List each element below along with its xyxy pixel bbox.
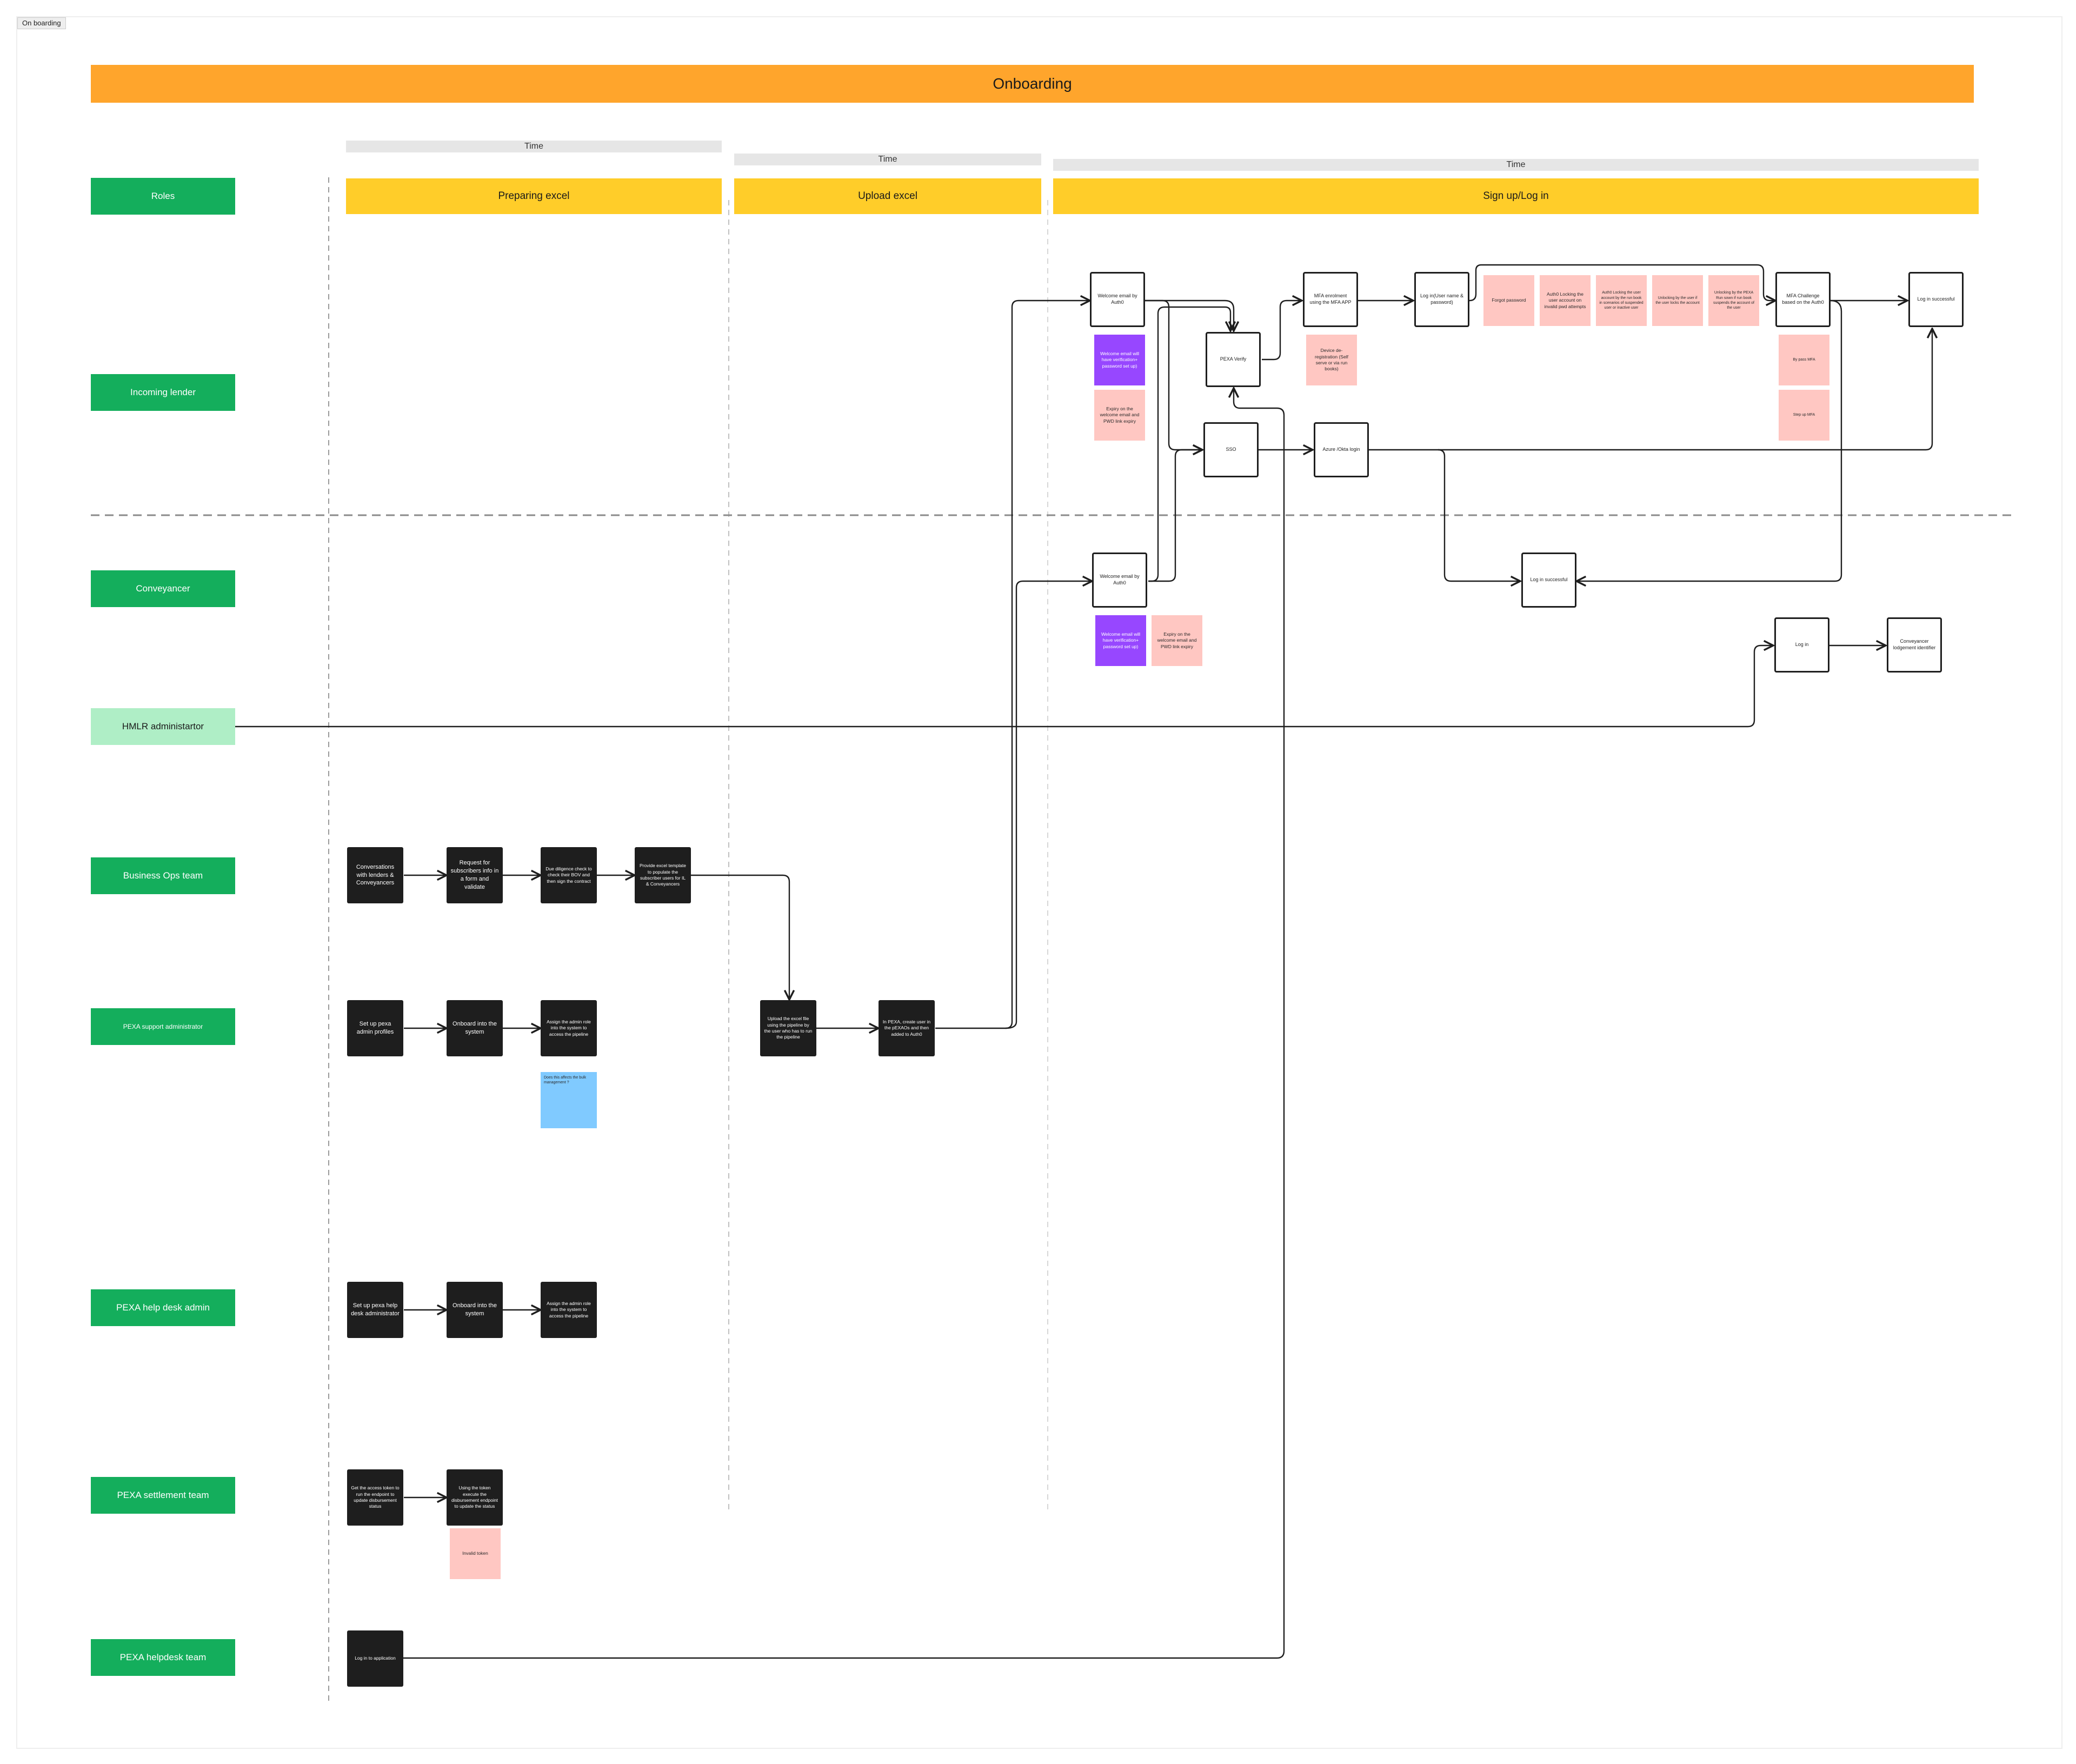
step-setup-help-desk-admin[interactable]: Set up pexa help desk administrator bbox=[347, 1282, 403, 1338]
node-lender-welcome-email[interactable]: Welcome email by Auth0 bbox=[1090, 272, 1145, 327]
arrow-upload-to-lender bbox=[935, 301, 1090, 1029]
step-upload-excel-pipeline[interactable]: Upload the excel file using the pipeline… bbox=[760, 1000, 816, 1056]
step-create-user-pexaos[interactable]: In PEXA, create user in the pEXAOs and t… bbox=[879, 1000, 935, 1056]
role-pexa-help-desk-admin[interactable]: PEXA help desk admin bbox=[91, 1289, 235, 1326]
arrow-login-to-challenge bbox=[1469, 264, 1775, 301]
role-hmlr-administrator[interactable]: HMLR administartor bbox=[91, 708, 235, 745]
note-conveyancer-welcome-expiry[interactable]: Expiry on the welcome email and PWD link… bbox=[1152, 615, 1202, 666]
role-pexa-settlement-team[interactable]: PEXA settlement team bbox=[91, 1477, 235, 1514]
note-device-deregistration[interactable]: Device de-registration (Self serve or vi… bbox=[1306, 335, 1357, 385]
node-hmlr-log-in[interactable]: Log in bbox=[1774, 617, 1829, 673]
node-mfa-enrolment[interactable]: MFA enrolment using the MFA APP bbox=[1303, 272, 1358, 327]
arrow-helpdesk-to-verify bbox=[403, 388, 1285, 1659]
step-due-diligence[interactable]: Due diligence check to check their BOV a… bbox=[541, 847, 597, 903]
step-get-access-token[interactable]: Get the access token to run the endpoint… bbox=[347, 1469, 403, 1526]
step-onboard-system-support[interactable]: Onboard into the system bbox=[447, 1000, 503, 1056]
node-login-username-password[interactable]: Log in(User name & password) bbox=[1414, 272, 1469, 327]
node-conveyancer-lodgement-identifier[interactable]: Conveyancer lodgement identifier bbox=[1887, 617, 1942, 673]
note-bulk-management[interactable]: Does this affects the bulk management ? bbox=[541, 1072, 597, 1128]
phase-preparing-excel[interactable]: Preparing excel bbox=[346, 178, 722, 214]
board-frame bbox=[16, 16, 2062, 1749]
arrow-conv-welcome-to-verify bbox=[1148, 306, 1230, 582]
arrow-azure-to-success bbox=[1369, 329, 1932, 451]
arrow-welcome-to-sso bbox=[1145, 299, 1202, 450]
arrow-conv-welcome-to-sso bbox=[1148, 450, 1202, 582]
arrow-azure-to-conveyancer-success bbox=[1438, 449, 1520, 581]
node-mfa-challenge[interactable]: MFA Challenge based on the Auth0 bbox=[1775, 272, 1831, 327]
time-bar-signup: Time bbox=[1053, 159, 1979, 171]
node-sso[interactable]: SSO bbox=[1203, 422, 1259, 477]
step-setup-pexa-admin[interactable]: Set up pexa admin profiles bbox=[347, 1000, 403, 1056]
note-auth0-locking-runbook[interactable]: Auth0 Locking the user account by the ru… bbox=[1596, 275, 1647, 326]
step-request-subscriber-info[interactable]: Request for subscribers info in a form a… bbox=[447, 847, 503, 903]
role-pexa-support-administrator[interactable]: PEXA support administrator bbox=[91, 1008, 235, 1045]
note-conveyancer-welcome-verification[interactable]: Welcome email will have verification+ pa… bbox=[1095, 615, 1146, 666]
note-bypass-mfa[interactable]: By pass MFA bbox=[1779, 335, 1829, 385]
note-unlocking-by-user[interactable]: Unlocking by the user if the user locks … bbox=[1652, 275, 1703, 326]
note-lender-welcome-expiry[interactable]: Expiry on the welcome email and PWD link… bbox=[1094, 390, 1145, 441]
step-execute-disbursement[interactable]: Using the token execute the disbursement… bbox=[447, 1469, 503, 1526]
step-onboard-system-helpdesk[interactable]: Onboard into the system bbox=[447, 1282, 503, 1338]
phase-sign-up-log-in[interactable]: Sign up/Log in bbox=[1053, 178, 1979, 214]
node-conveyancer-welcome-email[interactable]: Welcome email by Auth0 bbox=[1092, 553, 1147, 608]
onboarding-banner[interactable]: Onboarding bbox=[91, 65, 1974, 103]
step-provide-excel-template[interactable]: Provide excel template to populate the s… bbox=[635, 847, 691, 903]
time-bar-upload: Time bbox=[734, 154, 1041, 165]
arrow-upload-to-conveyancer bbox=[1005, 581, 1092, 1029]
note-auth0-locking-invalid[interactable]: Auth0 Locking the user account on invali… bbox=[1540, 275, 1591, 326]
arrow-challenge-to-conveyancer-success bbox=[1576, 299, 1842, 581]
node-pexa-verify[interactable]: PEXA Verify bbox=[1206, 332, 1261, 387]
arrow-verify-to-mfa bbox=[1262, 301, 1302, 361]
role-conveyancer[interactable]: Conveyancer bbox=[91, 570, 235, 607]
arrow-hmlr-to-login bbox=[235, 645, 1773, 728]
time-bar-preparing: Time bbox=[346, 141, 722, 152]
node-azure-okta-login[interactable]: Azure /Okta login bbox=[1314, 422, 1369, 477]
phase-upload-excel[interactable]: Upload excel bbox=[734, 178, 1041, 214]
node-lender-login-successful[interactable]: Log in successful bbox=[1908, 272, 1964, 327]
note-forgot-password[interactable]: Forgot password bbox=[1483, 275, 1534, 326]
frame-label[interactable]: On boarding bbox=[17, 17, 66, 29]
note-unlocking-by-pexa[interactable]: Unlocking by the PEXA Run sown if run bo… bbox=[1708, 275, 1759, 326]
node-conveyancer-login-successful[interactable]: Log in successful bbox=[1521, 553, 1576, 608]
role-header[interactable]: Roles bbox=[91, 178, 235, 215]
arrow-bo-to-upload bbox=[691, 874, 789, 1000]
role-incoming-lender[interactable]: Incoming lender bbox=[91, 374, 235, 411]
step-log-in-to-application[interactable]: Log in to application bbox=[347, 1630, 403, 1687]
role-business-ops-team[interactable]: Business Ops team bbox=[91, 857, 235, 894]
step-assign-admin-role-helpdesk[interactable]: Assign the admin role into the system to… bbox=[541, 1282, 597, 1338]
arrow-welcome-to-verify bbox=[1145, 299, 1234, 331]
step-assign-admin-role-support[interactable]: Assign the admin role into the system to… bbox=[541, 1000, 597, 1056]
note-invalid-token[interactable]: Invalid token bbox=[450, 1528, 501, 1579]
note-step-up-mfa[interactable]: Step up MFA bbox=[1779, 390, 1829, 441]
step-conversations-lenders[interactable]: Conversations with lenders & Conveyancer… bbox=[347, 847, 403, 903]
role-pexa-helpdesk-team[interactable]: PEXA helpdesk team bbox=[91, 1639, 235, 1676]
note-lender-welcome-verification[interactable]: Welcome email will have verification+ pa… bbox=[1094, 335, 1145, 385]
